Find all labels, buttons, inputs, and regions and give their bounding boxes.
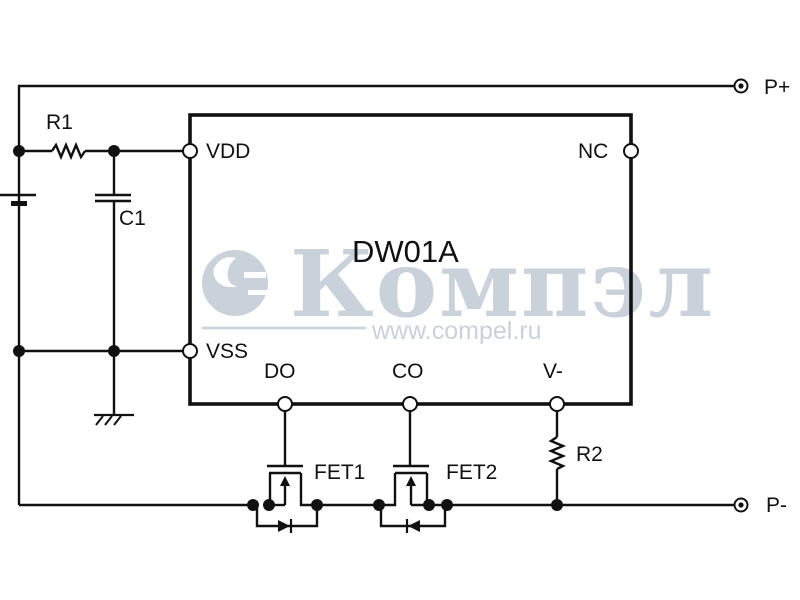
terminal-p-plus[interactable]: [733, 78, 749, 94]
fet2-body-diode: [408, 520, 420, 532]
pin-do[interactable]: [277, 396, 293, 412]
r1-label: R1: [46, 111, 73, 134]
battery-symbol: [0, 193, 36, 206]
capacitor-c1: [95, 193, 131, 203]
fet1-symbol: [255, 464, 319, 533]
pin-vss-label: VSS: [206, 340, 248, 363]
r2-label: R2: [576, 443, 603, 466]
terminal-p-plus-label: P+: [764, 76, 790, 99]
chip-name: DW01A: [352, 234, 459, 269]
pin-vminus-label: V-: [543, 360, 563, 383]
watermark: Компэл www.compel.ru: [202, 230, 715, 345]
compel-logo-icon: [202, 250, 268, 316]
pin-vss[interactable]: [182, 343, 198, 359]
resistor-r1: [51, 141, 86, 161]
positive-rail-wire: [17, 84, 734, 352]
pin-nc-label: NC: [578, 140, 608, 163]
fet2-symbol: [379, 464, 447, 533]
fet2-label: FET2: [446, 461, 497, 484]
pin-co-label: CO: [392, 360, 424, 383]
ground-icon: [94, 413, 134, 426]
pin-do-label: DO: [264, 360, 296, 383]
pin-nc[interactable]: [623, 143, 639, 159]
junction-dots: [13, 145, 563, 511]
watermark-url: www.compel.ru: [371, 317, 542, 345]
fet1-body-diode: [278, 520, 290, 532]
pin-vdd-label: VDD: [206, 140, 250, 163]
watermark-brand: Компэл: [290, 230, 715, 338]
pin-co[interactable]: [402, 396, 418, 412]
terminal-p-minus[interactable]: [733, 497, 749, 513]
pin-vminus[interactable]: [549, 396, 565, 412]
c1-label: C1: [119, 207, 146, 230]
terminal-p-minus-label: P-: [766, 494, 787, 517]
resistor-r2: [547, 436, 567, 471]
fet1-label: FET1: [314, 461, 365, 484]
pin-vdd[interactable]: [182, 143, 198, 159]
